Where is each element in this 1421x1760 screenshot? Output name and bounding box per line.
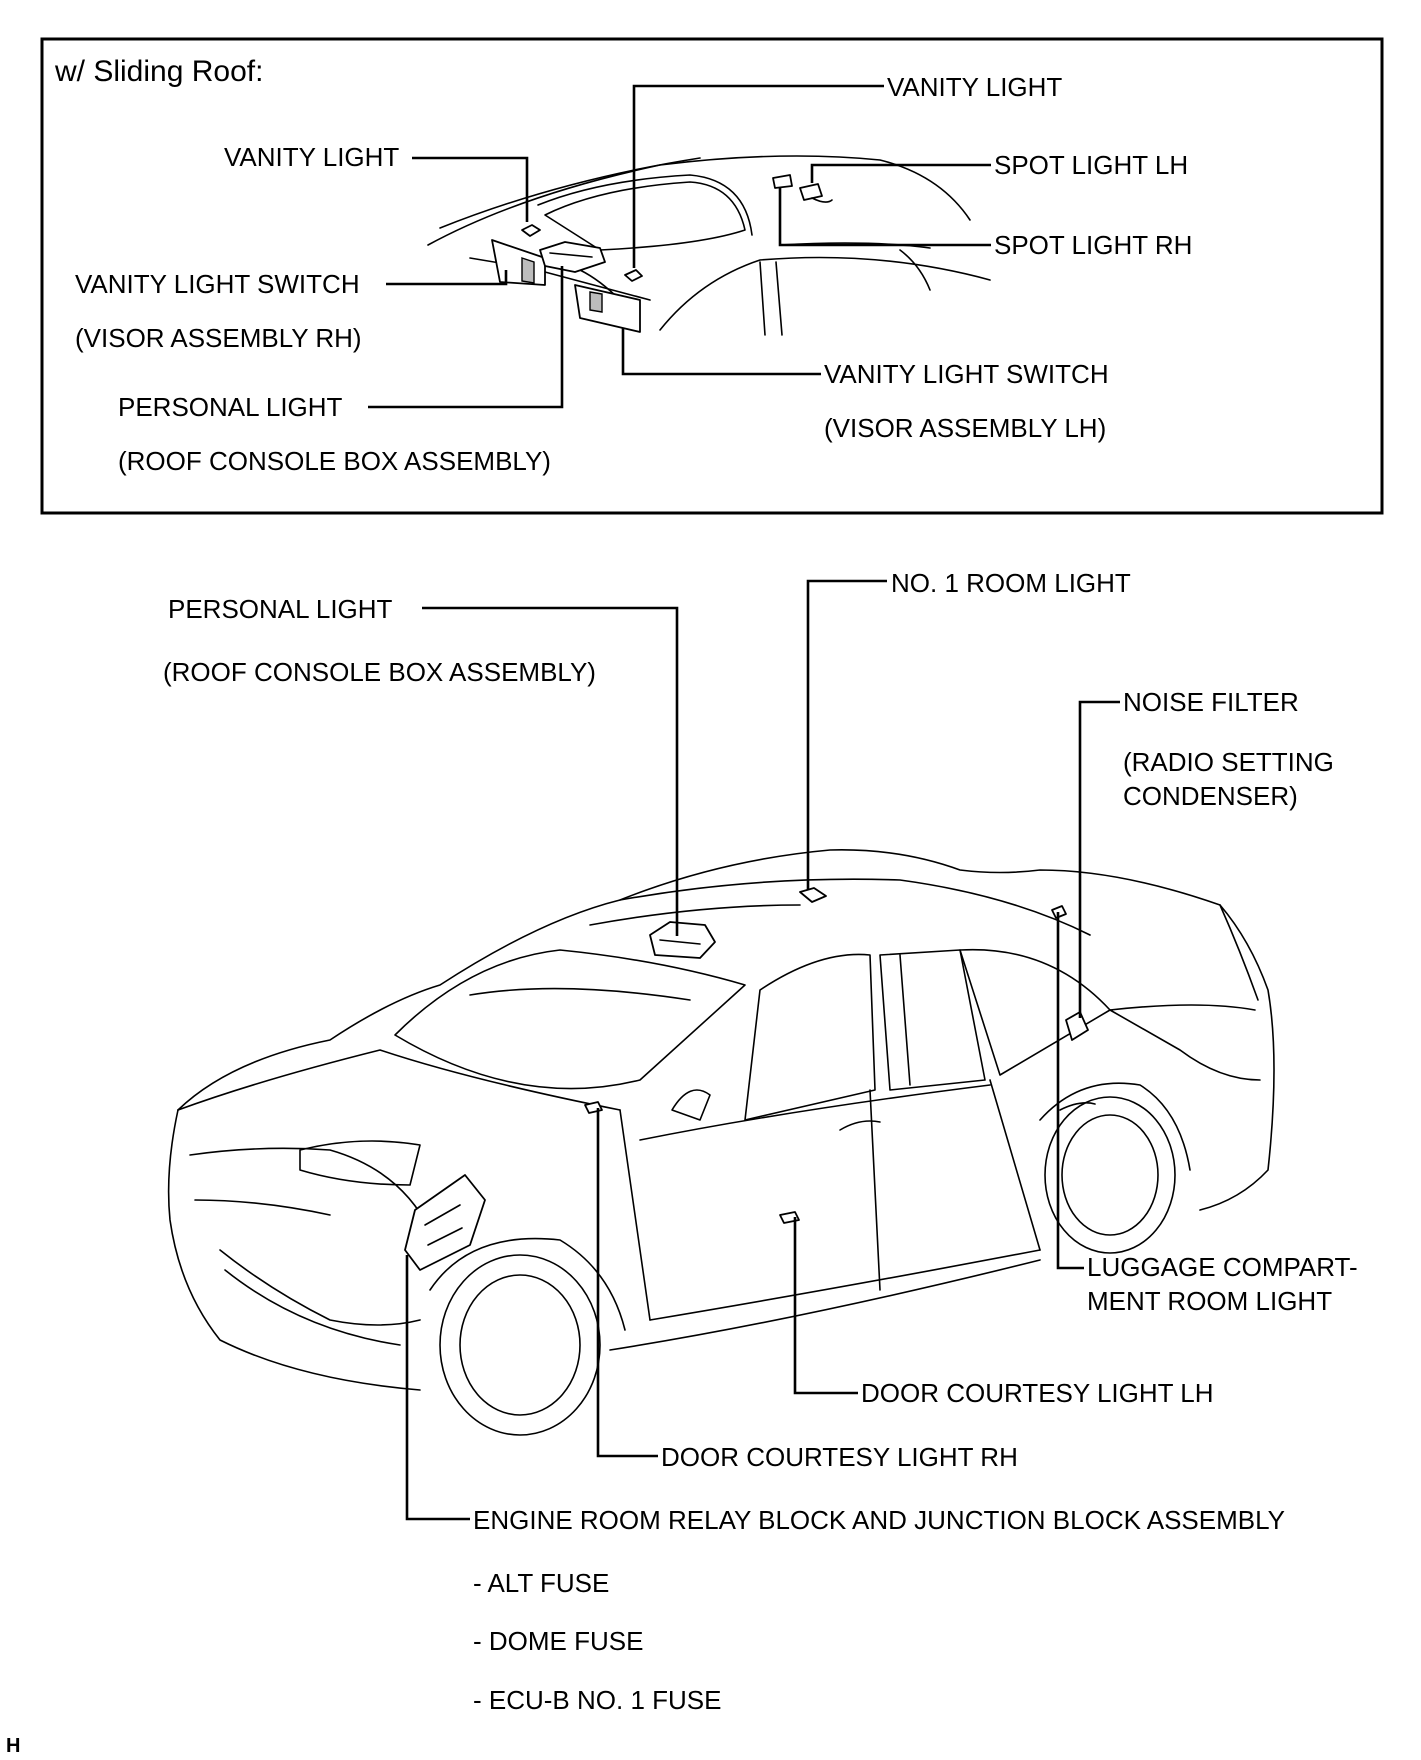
label-dome-fuse: - DOME FUSE <box>473 1626 643 1656</box>
leader-personal-light <box>422 606 679 936</box>
label-inset-roof-console: (ROOF CONSOLE BOX ASSEMBLY) <box>118 446 551 476</box>
label-door-courtesy-lh: DOOR COURTESY LIGHT LH <box>861 1378 1214 1408</box>
leader-inset-spot-light-rh <box>778 188 991 247</box>
relay-block-part <box>404 1174 486 1271</box>
label-ecu-fuse: - ECU-B NO. 1 FUSE <box>473 1685 721 1715</box>
leader-inset-spot-light-lh <box>810 163 991 183</box>
leader-room-light <box>806 579 887 890</box>
label-noise-filter: NOISE FILTER <box>1123 687 1299 717</box>
inset-roof-drawing <box>427 155 991 336</box>
label-luggage-1: LUGGAGE COMPART- <box>1087 1252 1358 1282</box>
car-body-drawing <box>167 849 1275 1436</box>
label-inset-personal-light: PERSONAL LIGHT <box>118 392 343 422</box>
label-condenser: CONDENSER) <box>1123 781 1298 811</box>
label-engine-relay: ENGINE ROOM RELAY BLOCK AND JUNCTION BLO… <box>473 1505 1285 1535</box>
label-radio-setting: (RADIO SETTING <box>1123 747 1334 777</box>
label-room-light: NO. 1 ROOM LIGHT <box>891 568 1131 598</box>
leader-door-courtesy-rh <box>596 1108 658 1458</box>
label-inset-vanity-switch-lh: VANITY LIGHT SWITCH <box>824 359 1109 389</box>
label-inset-spot-light-rh: SPOT LIGHT RH <box>994 230 1192 260</box>
label-luggage-2: MENT ROOM LIGHT <box>1087 1286 1332 1316</box>
spot-light-lh-shape <box>799 183 823 201</box>
inset-frame <box>40 37 1384 515</box>
leader-engine-relay <box>405 1255 470 1521</box>
door-courtesy-rh-part <box>584 1101 603 1114</box>
leader-inset-vanity-light-left <box>412 156 529 222</box>
label-inset-vanity-switch-rh: VANITY LIGHT SWITCH <box>75 269 360 299</box>
inset-title: w/ Sliding Roof: <box>54 55 263 88</box>
label-inset-spot-light-lh: SPOT LIGHT LH <box>994 150 1188 180</box>
visor-lh-shape <box>574 284 641 333</box>
leader-inset-vanity-switch-rh <box>386 270 508 286</box>
leader-inset-personal-light <box>368 266 564 409</box>
leader-noise-filter <box>1078 700 1120 1018</box>
label-inset-visor-rh: (VISOR ASSEMBLY RH) <box>75 323 362 353</box>
label-roof-console: (ROOF CONSOLE BOX ASSEMBLY) <box>163 657 596 687</box>
label-alt-fuse: - ALT FUSE <box>473 1568 609 1598</box>
label-personal-light: PERSONAL LIGHT <box>168 594 393 624</box>
visor-rh-shape <box>491 239 546 286</box>
label-door-courtesy-rh: DOOR COURTESY LIGHT RH <box>661 1442 1018 1472</box>
leader-inset-vanity-switch-lh <box>621 328 821 376</box>
leader-luggage-light <box>1056 912 1084 1270</box>
corner-mark: H <box>6 1735 20 1757</box>
noise-filter-part <box>1065 1011 1089 1041</box>
roof-console-part <box>649 921 716 959</box>
leader-door-courtesy-lh <box>793 1217 858 1395</box>
label-inset-vanity-light-left: VANITY LIGHT <box>224 142 399 172</box>
leader-inset-vanity-light-right <box>632 84 884 268</box>
spot-light-rh-shape <box>772 174 793 189</box>
roof-console-shape <box>539 241 606 273</box>
label-inset-vanity-light-right: VANITY LIGHT <box>887 72 1062 102</box>
label-inset-visor-lh: (VISOR ASSEMBLY LH) <box>824 413 1106 443</box>
room-light-part <box>799 887 827 903</box>
